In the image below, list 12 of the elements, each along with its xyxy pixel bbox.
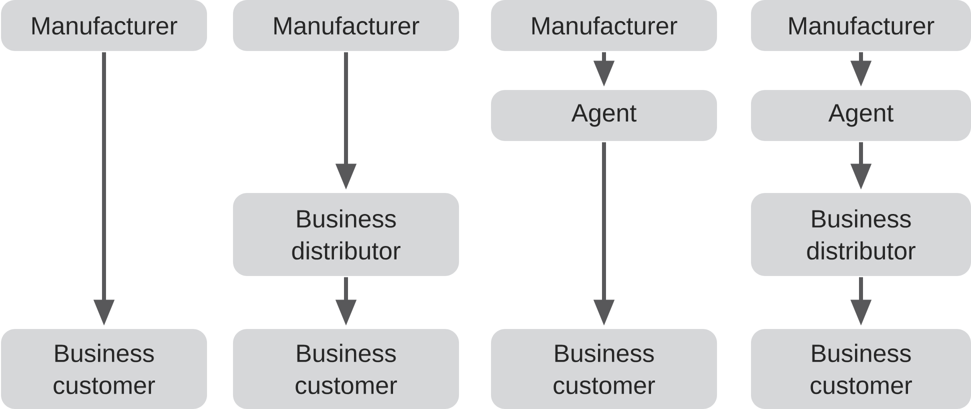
process-box: Agent [751, 90, 971, 141]
process-box: Business customer [491, 329, 717, 409]
process-box: Business customer [751, 329, 971, 409]
process-box: Manufacturer [1, 0, 208, 51]
process-box: Manufacturer [491, 0, 717, 51]
process-box: Business distributor [751, 193, 971, 276]
process-box: Business customer [233, 329, 459, 409]
process-box: Manufacturer [751, 0, 971, 51]
process-box: Business distributor [233, 193, 459, 276]
process-box: Business customer [1, 329, 208, 409]
process-box: Manufacturer [233, 0, 459, 51]
process-box: Agent [491, 90, 717, 141]
